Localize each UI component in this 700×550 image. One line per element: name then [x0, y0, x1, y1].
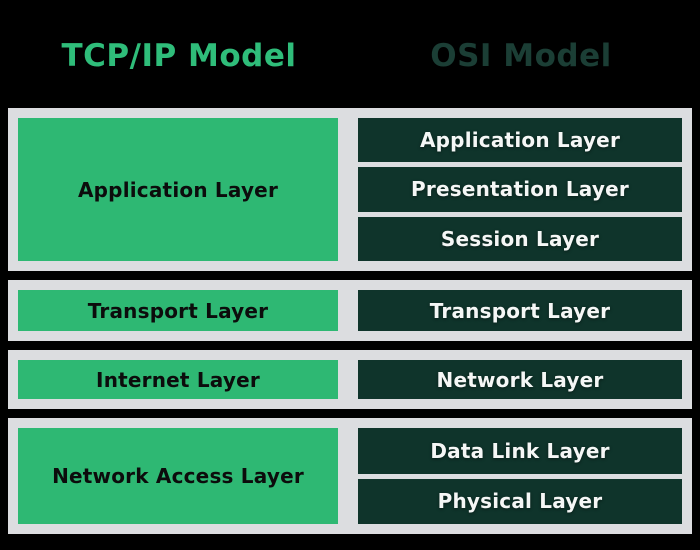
- tcpip-model-title: TCP/IP Model: [61, 38, 297, 74]
- osi-application-stack: Application Layer Presentation Layer Ses…: [358, 118, 682, 261]
- osi-presentation-layer-box: Presentation Layer: [358, 167, 682, 212]
- osi-data-link-physical-stack: Data Link Layer Physical Layer: [358, 428, 682, 524]
- osi-network-layer-box: Network Layer: [358, 360, 682, 399]
- osi-transport-layer-box: Transport Layer: [358, 290, 682, 331]
- osi-data-link-layer-box: Data Link Layer: [358, 428, 682, 474]
- osi-model-title: OSI Model: [430, 38, 612, 74]
- layer-group-application: Application Layer Application Layer Pres…: [8, 108, 692, 271]
- tcpip-internet-layer-box: Internet Layer: [18, 360, 338, 399]
- diagram-header: TCP/IP Model OSI Model: [0, 0, 700, 108]
- osi-session-layer-box: Session Layer: [358, 216, 682, 261]
- tcpip-application-layer-box: Application Layer: [18, 118, 338, 261]
- layer-group-transport: Transport Layer Transport Layer: [8, 280, 692, 341]
- layer-group-network-access: Network Access Layer Data Link Layer Phy…: [8, 418, 692, 534]
- layer-comparison-rows: Application Layer Application Layer Pres…: [8, 108, 692, 534]
- osi-physical-layer-box: Physical Layer: [358, 478, 682, 524]
- layer-group-internet: Internet Layer Network Layer: [8, 350, 692, 409]
- tcpip-network-access-layer-box: Network Access Layer: [18, 428, 338, 524]
- tcpip-transport-layer-box: Transport Layer: [18, 290, 338, 331]
- osi-application-layer-box: Application Layer: [358, 118, 682, 163]
- osi-transport-stack: Transport Layer: [358, 290, 682, 331]
- osi-network-stack: Network Layer: [358, 360, 682, 399]
